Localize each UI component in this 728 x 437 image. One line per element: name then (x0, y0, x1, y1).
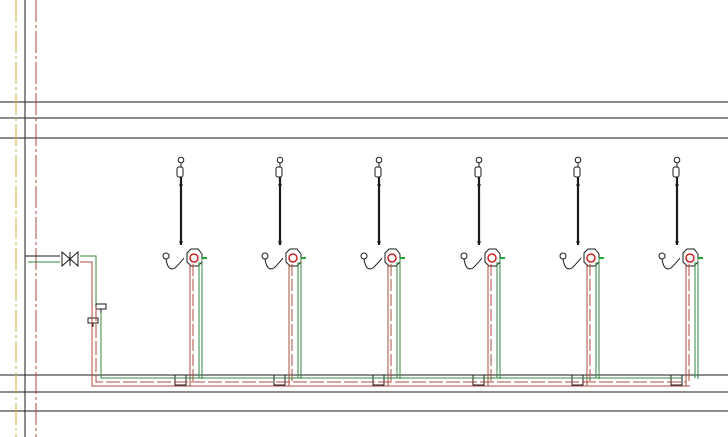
floor-channel (372, 374, 385, 386)
tempering-valve (87, 303, 107, 327)
valve-body (61, 250, 71, 268)
supply-manifold (91, 307, 690, 387)
shower-head (176, 166, 184, 178)
shower-head-knob (673, 156, 681, 164)
mixer-hot-dial (387, 253, 397, 263)
shower-head (374, 166, 382, 178)
hot-supply-pipe (80, 261, 93, 307)
shower-hose (264, 257, 284, 270)
shower-unit (162, 156, 207, 386)
shower-hose-handle (460, 252, 468, 260)
mixer-hot-dial (685, 253, 695, 263)
shower-head (275, 166, 283, 178)
structural-lines (0, 101, 728, 412)
isolation-valve (61, 250, 79, 268)
floor-channel (472, 374, 485, 386)
valve-body (69, 250, 79, 268)
mixer-hot-dial (189, 253, 199, 263)
shower-hose-handle (261, 252, 269, 260)
main-riser (15, 0, 37, 437)
floor-channel (670, 374, 683, 386)
cold-supply-pipe (80, 255, 97, 307)
hot-return-pipe (95, 307, 686, 383)
shower-unit (658, 156, 703, 386)
hot-supply-pipe (91, 307, 690, 387)
mixer-hot-dial (288, 253, 298, 263)
shower-unit (360, 156, 405, 386)
shower-head-knob (375, 156, 383, 164)
shower-hose (363, 257, 383, 270)
floor-channel (571, 374, 584, 386)
shower-hose-handle (658, 252, 666, 260)
mixer-hot-dial (487, 253, 497, 263)
shower-head-knob (276, 156, 284, 164)
shower-hose (562, 257, 582, 270)
shower-head-knob (177, 156, 185, 164)
shower-unit (460, 156, 505, 386)
shower-unit (559, 156, 604, 386)
shower-hose-handle (360, 252, 368, 260)
shower-unit (261, 156, 306, 386)
shower-head (573, 166, 581, 178)
mixer-hot-dial (586, 253, 596, 263)
cold-supply-pipe (100, 313, 682, 379)
shower-head-knob (574, 156, 582, 164)
shower-hose-handle (559, 252, 567, 260)
floor-channel (174, 374, 187, 386)
shower-hose (463, 257, 483, 270)
shower-hose (661, 257, 681, 270)
supply-branch (25, 255, 97, 307)
shower-units (162, 156, 703, 386)
shower-hose (165, 257, 185, 270)
shower-head (474, 166, 482, 178)
shower-head-knob (475, 156, 483, 164)
shower-hose-handle (162, 252, 170, 260)
shower-head (672, 166, 680, 178)
floor-channel (273, 374, 286, 386)
tempering-valve-body (95, 303, 107, 310)
